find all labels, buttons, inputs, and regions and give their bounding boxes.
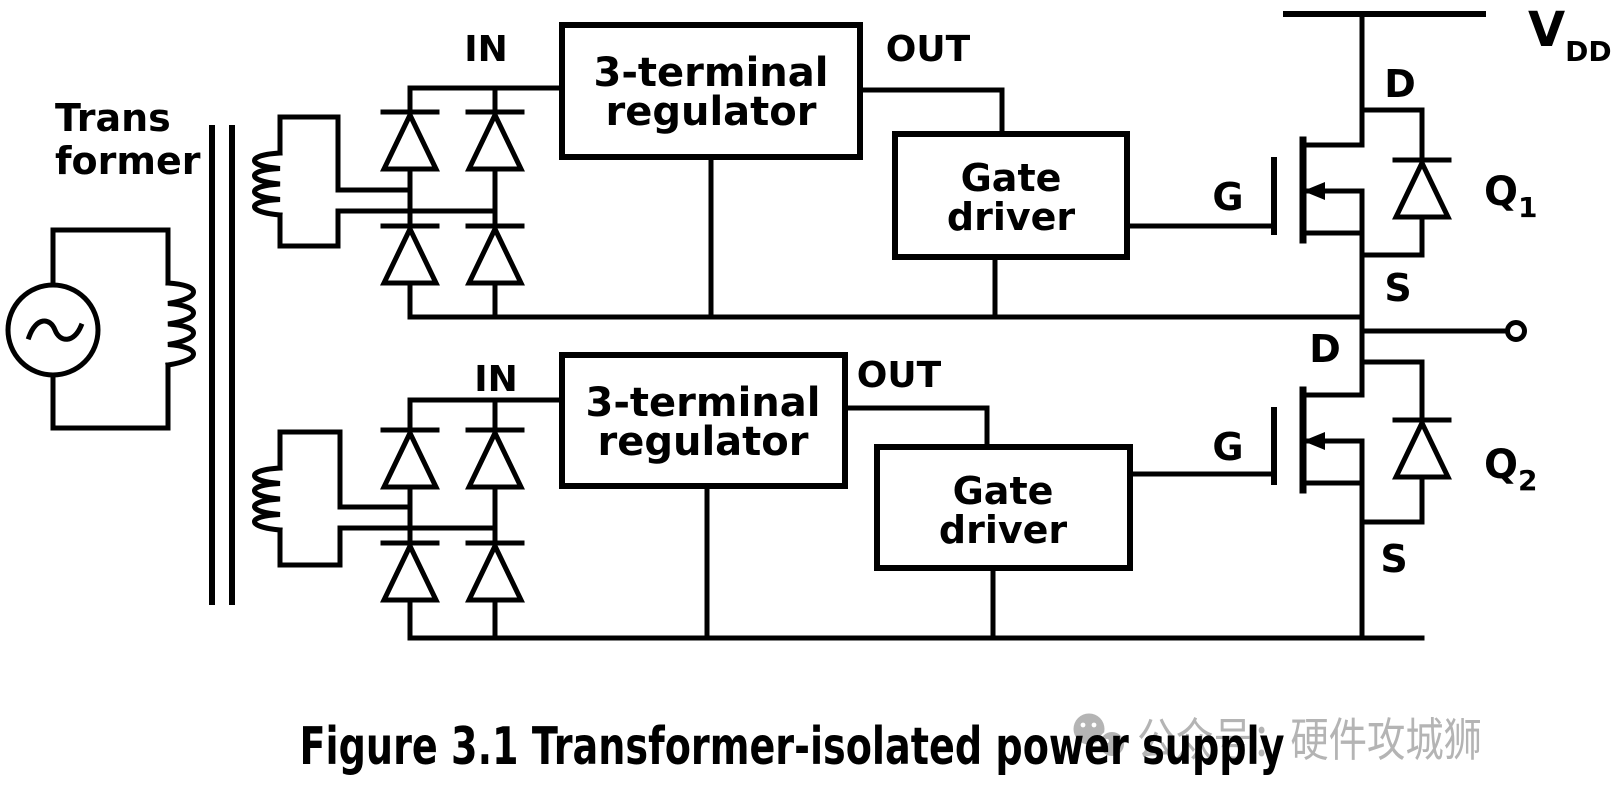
watermark-text: 公众号：硬件攻城狮 (1137, 713, 1482, 767)
ch1-bridge-rectifier (383, 85, 565, 320)
q2-drain-label: D (1309, 327, 1341, 371)
sine-wave-icon (25, 318, 85, 342)
diode-icon (383, 226, 437, 283)
diode-icon (383, 543, 437, 600)
diode-icon (468, 112, 522, 169)
arrow-icon (1303, 432, 1325, 450)
ch1-gate-driver-label-line2: driver (947, 195, 1076, 239)
watermark: 公众号：硬件攻城狮 (1073, 713, 1482, 767)
diode-icon (383, 430, 437, 487)
output-node (1359, 320, 1527, 342)
q1-gate-label: G (1212, 175, 1243, 219)
transformer-core (209, 125, 235, 605)
mosfet-q2-symbol (1271, 386, 1365, 641)
diode-icon (1395, 420, 1449, 477)
vdd-label: VDD (1528, 2, 1612, 68)
q1-body-diode (1359, 107, 1449, 258)
ch2-bridge-rectifier (383, 397, 565, 641)
q2-source-label: S (1380, 537, 1407, 581)
ch1-regulator-label-line2: regulator (606, 89, 817, 135)
ch2-gate-driver-label-line2: driver (939, 508, 1068, 552)
q1-drain-label: D (1384, 62, 1416, 106)
diode-icon (1395, 160, 1449, 217)
diode-icon (468, 543, 522, 600)
figure-caption: Figure 3.1 Transformer-isolated power su… (300, 717, 1285, 777)
transformer-label-line2: former (55, 139, 201, 183)
q1-source-label: S (1384, 266, 1411, 310)
q1-label: Q1 (1484, 169, 1538, 224)
ch1-regulator-label-line1: 3-terminal (594, 50, 829, 96)
ch2-in-label: IN (474, 359, 518, 400)
ch1-secondary-winding (252, 114, 498, 249)
ch1-regulator-box (559, 22, 863, 320)
ch2-regulator-label-line2: regulator (598, 419, 809, 465)
arrow-icon (1303, 182, 1325, 200)
ch2-gate-driver-box (874, 444, 1277, 641)
ch2-out-wire (842, 405, 990, 450)
wechat-icon (1073, 713, 1126, 758)
ch1-out-wire (857, 87, 1005, 137)
ch2-secondary-winding (252, 429, 498, 568)
ch2-gate-driver-label-line1: Gate (953, 469, 1054, 513)
ch1-in-label: IN (464, 29, 508, 70)
transformer-primary-winding (165, 280, 196, 368)
diode-icon (468, 226, 522, 283)
ch2-out-label: OUT (857, 355, 942, 396)
ch1-out-label: OUT (886, 29, 971, 70)
q2-label: Q2 (1484, 442, 1538, 497)
ch1-gate-driver-box (892, 131, 1277, 320)
output-terminal (1505, 320, 1527, 342)
ch2-regulator-box (559, 352, 848, 641)
q2-gate-label: G (1212, 425, 1243, 469)
ch2-regulator-label-line1: 3-terminal (586, 380, 821, 426)
q2-body-diode (1359, 359, 1449, 525)
transformer-label-line1: Trans (55, 96, 171, 140)
ac-source-symbol (5, 227, 171, 431)
mosfet-q1-symbol (1271, 11, 1365, 398)
diode-icon (468, 430, 522, 487)
ch1-gate-driver-label-line1: Gate (961, 156, 1062, 200)
diode-icon (383, 112, 437, 169)
